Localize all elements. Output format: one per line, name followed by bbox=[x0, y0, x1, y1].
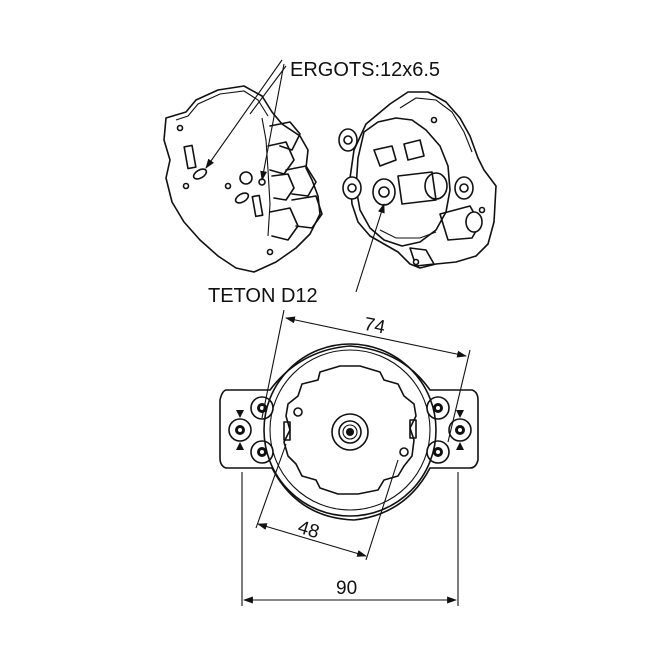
inner-notched-ring bbox=[283, 365, 417, 495]
ergots-label: ERGOTS:12x6.5 bbox=[290, 59, 440, 81]
center-hub bbox=[331, 413, 369, 451]
teton-leader bbox=[355, 203, 385, 293]
teton-callout: TETON D12 bbox=[208, 203, 385, 307]
ergots-leader-3 bbox=[260, 63, 285, 181]
left-tab bbox=[283, 421, 291, 441]
teton-label: TETON D12 bbox=[208, 285, 318, 307]
right-bosses bbox=[426, 396, 472, 464]
left-bosses bbox=[228, 396, 274, 464]
ergots-callout: ERGOTS:12x6.5 bbox=[205, 59, 440, 181]
front-view bbox=[219, 343, 479, 521]
dim-90-label: 90 bbox=[336, 578, 357, 599]
dim-74-label: 74 bbox=[362, 314, 387, 339]
left-isometric-part bbox=[163, 85, 323, 273]
dim-48-label: 48 bbox=[295, 517, 321, 543]
pin-hole-left bbox=[293, 407, 303, 417]
ergots-leader-1 bbox=[249, 65, 287, 115]
right-tab bbox=[409, 419, 417, 439]
dimension-90: 90 bbox=[241, 472, 459, 606]
ergots-leader-2 bbox=[205, 59, 283, 169]
pin-hole-right bbox=[399, 447, 409, 457]
dimension-74: 74 bbox=[261, 309, 471, 443]
right-isometric-part bbox=[338, 91, 497, 269]
dimension-48: 48 bbox=[255, 443, 399, 561]
